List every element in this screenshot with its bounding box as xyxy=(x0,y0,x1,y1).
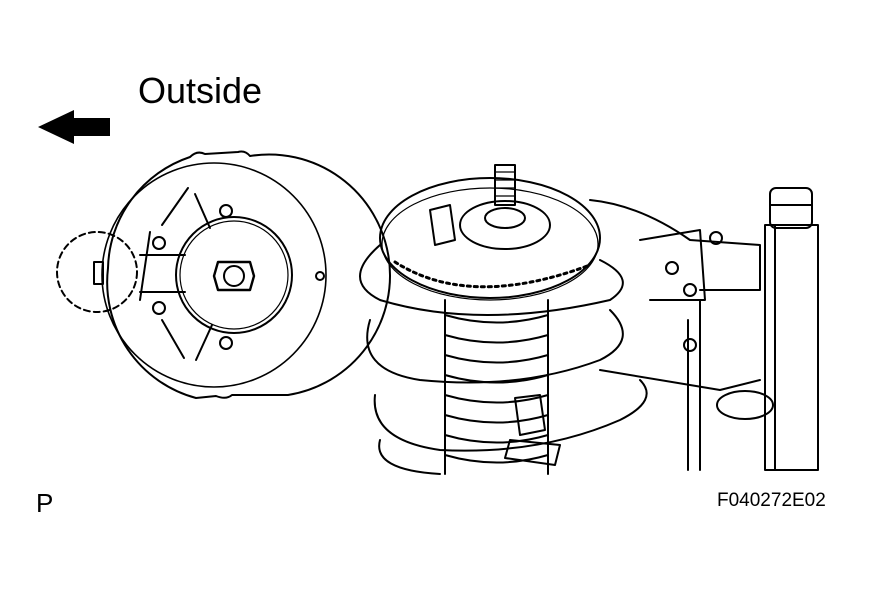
direction-arrow-icon xyxy=(38,110,110,144)
corner-mark: P xyxy=(36,488,54,518)
direction-label: Outside xyxy=(138,70,263,111)
support-plate-detail xyxy=(56,150,391,399)
detail-callout-circle xyxy=(56,231,138,313)
strut-assembly xyxy=(359,164,819,475)
figure-code: F040272E02 xyxy=(717,490,826,511)
